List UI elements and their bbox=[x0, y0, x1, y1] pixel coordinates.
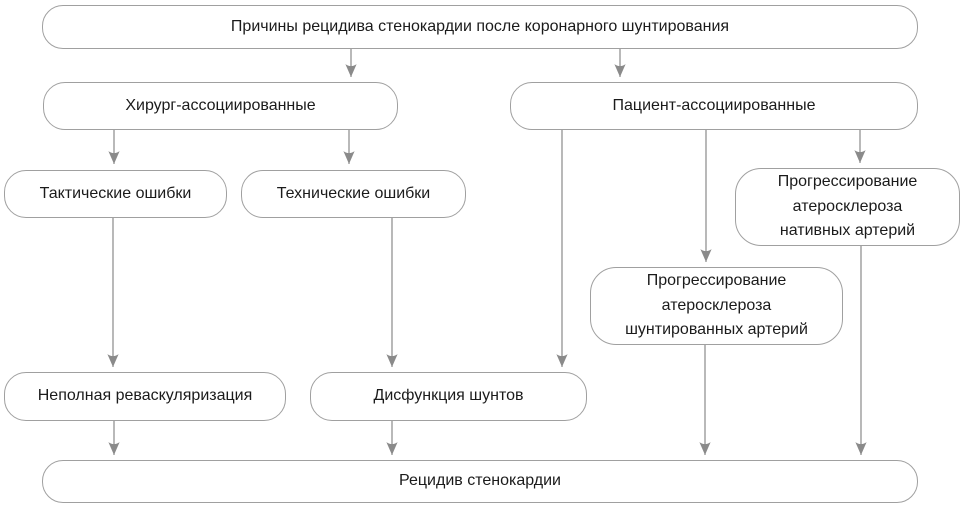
node-tactical-errors: Тактические ошибки bbox=[4, 170, 227, 218]
node-grafted-artery-atherosclerosis: Прогрессирование атеросклероза шунтирова… bbox=[590, 267, 843, 345]
node-patient-associated: Пациент-ассоциированные bbox=[510, 82, 918, 130]
node-graft-dysfunction: Дисфункция шунтов bbox=[310, 372, 587, 421]
node-native-artery-atherosclerosis: Прогрессирование атеросклероза нативных … bbox=[735, 168, 960, 246]
node-root-causes: Причины рецидива стенокардии после корон… bbox=[42, 5, 918, 49]
node-incomplete-revascularization: Неполная реваскуляризация bbox=[4, 372, 286, 421]
node-technical-errors: Технические ошибки bbox=[241, 170, 466, 218]
node-surgeon-associated: Хирург-ассоциированные bbox=[43, 82, 398, 130]
node-angina-recurrence: Рецидив стенокардии bbox=[42, 460, 918, 503]
